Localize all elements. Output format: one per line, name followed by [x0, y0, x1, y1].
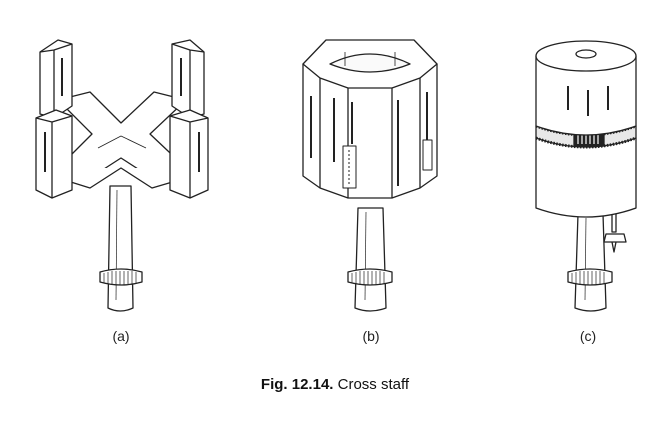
pole-c	[574, 213, 607, 312]
vane-front-right-a	[169, 109, 209, 199]
label-b: (b)	[362, 328, 380, 344]
caption-number: Fig. 12.14.	[260, 376, 334, 393]
label-c: (c)	[579, 328, 597, 344]
figure-caption: Fig. 12.14. Cross staff	[0, 376, 670, 393]
sight-slits-b	[310, 92, 433, 189]
vane-back-left-a	[39, 39, 73, 119]
clamp-ring-c	[567, 268, 613, 286]
clamp-ring-a	[99, 268, 143, 286]
vane-front-left-a	[35, 109, 73, 199]
pole-b	[354, 207, 387, 312]
octagon-body-b	[302, 39, 438, 199]
vane-back-right-a	[171, 39, 205, 119]
pole-a	[107, 185, 134, 312]
cross-staff-a	[35, 39, 209, 312]
x-base-a	[57, 91, 187, 189]
cross-staff-b	[302, 39, 438, 312]
upper-drum-c	[535, 40, 637, 136]
label-a: (a)	[112, 328, 130, 344]
cross-staff-c	[535, 40, 637, 312]
lower-drum-c	[535, 137, 637, 218]
clamp-ring-b	[347, 268, 393, 286]
caption-text: Cross staff	[337, 376, 410, 393]
